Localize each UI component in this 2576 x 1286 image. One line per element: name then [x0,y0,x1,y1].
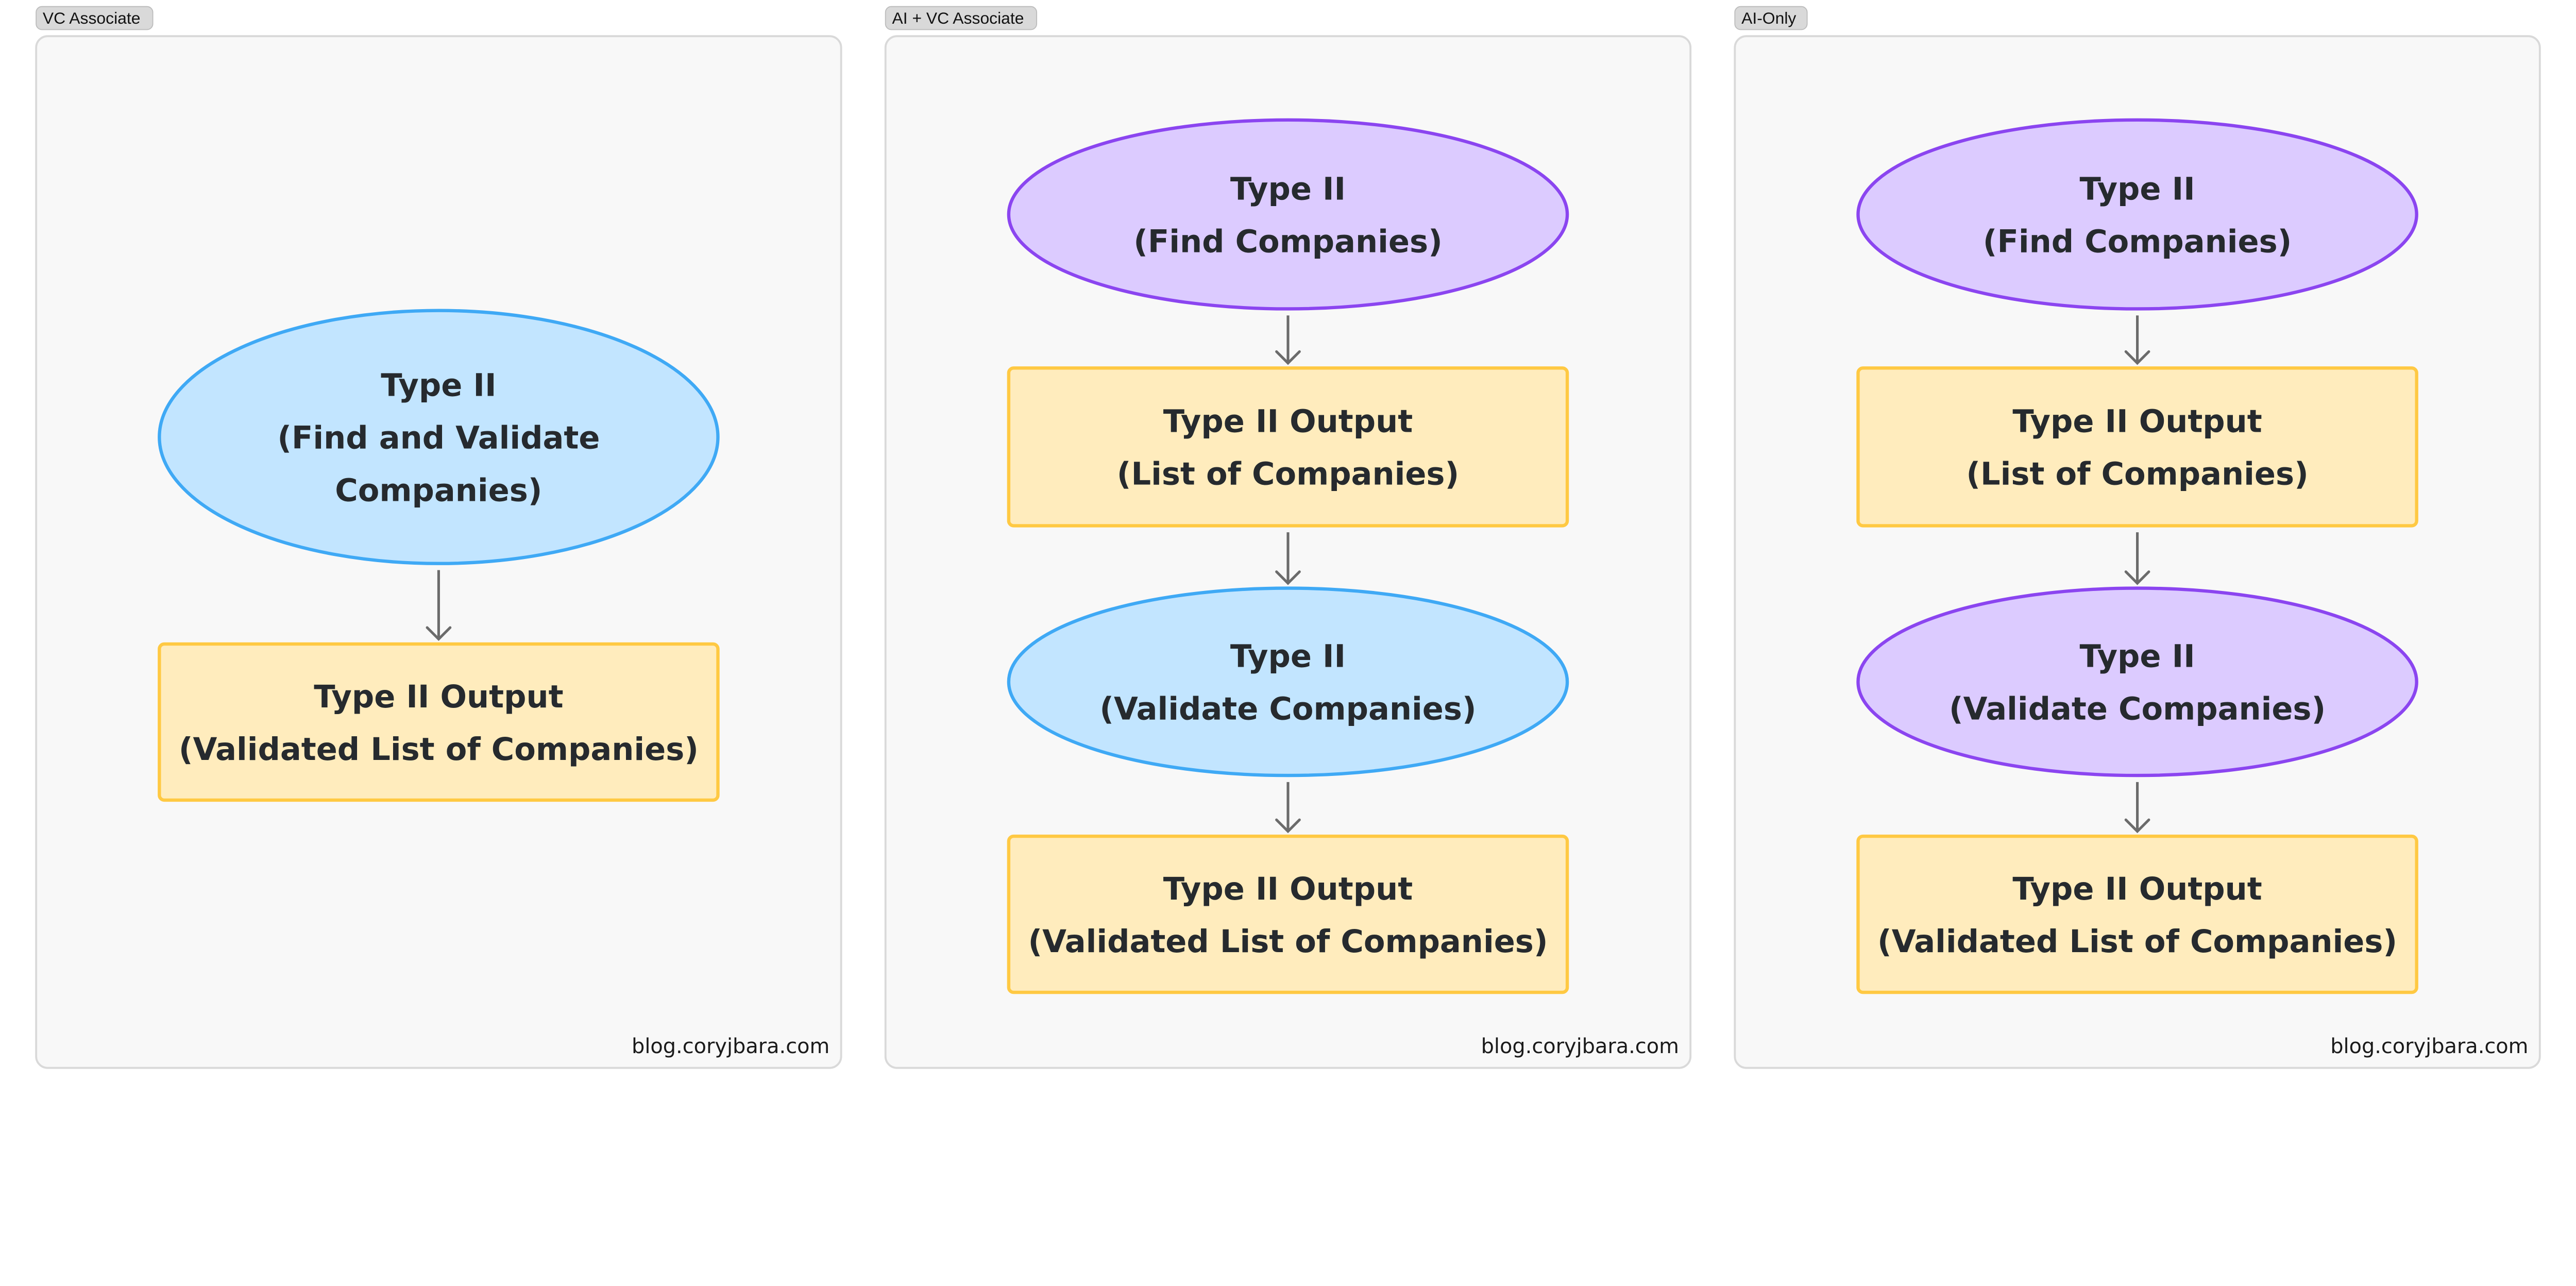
box-shape [1007,366,1569,528]
panel-label: AI-Only [1741,9,1796,27]
process-ellipse-3: Type II (Validate Companies) [1856,586,2418,777]
node-label-line: Type II [2079,639,2195,675]
process-ellipse-1: Type II (Find Companies) [1856,118,2418,311]
panel-label-tag [36,6,154,30]
arrow-head [2124,570,2150,585]
footer-watermark: blog.coryjbara.com [2330,1035,2528,1058]
node-label-line: (List of Companies) [1966,456,2308,493]
box-shape [1856,366,2418,528]
node-label-line: Type II [2079,171,2195,207]
node-label-line: (Find Companies) [1983,224,2292,260]
node-label-line: Type II [381,367,496,403]
ellipse-shape [1007,118,1569,311]
arrow-head [2124,350,2150,365]
node-label-line: (List of Companies) [1117,456,1459,493]
arrow-down-icon [1275,532,1301,585]
output-box-4: Type II Output (Validated List of Compani… [1856,834,2418,994]
arrow-down-icon [426,570,452,641]
arrow-down-icon [1275,782,1301,834]
process-ellipse-1: Type II (Find Companies) [1007,118,1569,311]
footer-watermark: blog.coryjbara.com [1481,1035,1679,1058]
process-ellipse-3: Type II (Validate Companies) [1007,586,1569,777]
arrow-head [2124,818,2150,834]
node-label-line: Type II Output [2012,871,2262,907]
node-label-line: (Validate Companies) [1099,691,1476,727]
node-label-line: Type II [1230,171,1346,207]
node-label-line: Companies) [335,473,542,509]
arrow-head [426,626,452,641]
node-label-line: (Validated List of Companies) [179,732,699,768]
node-label-line: (Validated List of Companies) [1877,924,2397,960]
node-label-line: Type II Output [1163,404,1413,440]
output-box-2: Type II Output (Validated List of Compani… [158,642,720,802]
node-label-line: Type II [1230,639,1346,675]
node-label-line: Type II Output [1163,871,1413,907]
box-shape [1856,834,2418,994]
arrow-down-icon [2124,315,2150,365]
ellipse-shape [1007,586,1569,777]
output-box-4: Type II Output (Validated List of Compani… [1007,834,1569,994]
footer-watermark: blog.coryjbara.com [632,1035,829,1058]
box-shape [158,642,720,802]
ellipse-shape [1856,586,2418,777]
output-box-2: Type II Output (List of Companies) [1856,366,2418,528]
panel-label: AI + VC Associate [892,9,1024,27]
ellipse-shape [158,309,720,565]
panel-label-tag [1734,6,1808,30]
arrow-down-icon [1275,315,1301,365]
node-label-line: (Find Companies) [1133,224,1443,260]
arrow-down-icon [2124,532,2150,585]
panel-label: VC Associate [43,9,141,27]
node-label-line: (Validate Companies) [1949,691,2326,727]
arrow-head [1275,350,1301,365]
node-label-line: (Find and Validate [277,420,600,456]
arrow-head [1275,570,1301,585]
arrow-head [1275,818,1301,834]
ellipse-shape [1856,118,2418,311]
node-label-line: (Validated List of Companies) [1028,924,1548,960]
arrow-down-icon [2124,782,2150,834]
node-label-line: Type II Output [2012,404,2262,440]
output-box-2: Type II Output (List of Companies) [1007,366,1569,528]
box-shape [1007,834,1569,994]
node-label-line: Type II Output [314,679,563,715]
panel-label-tag [885,6,1038,30]
